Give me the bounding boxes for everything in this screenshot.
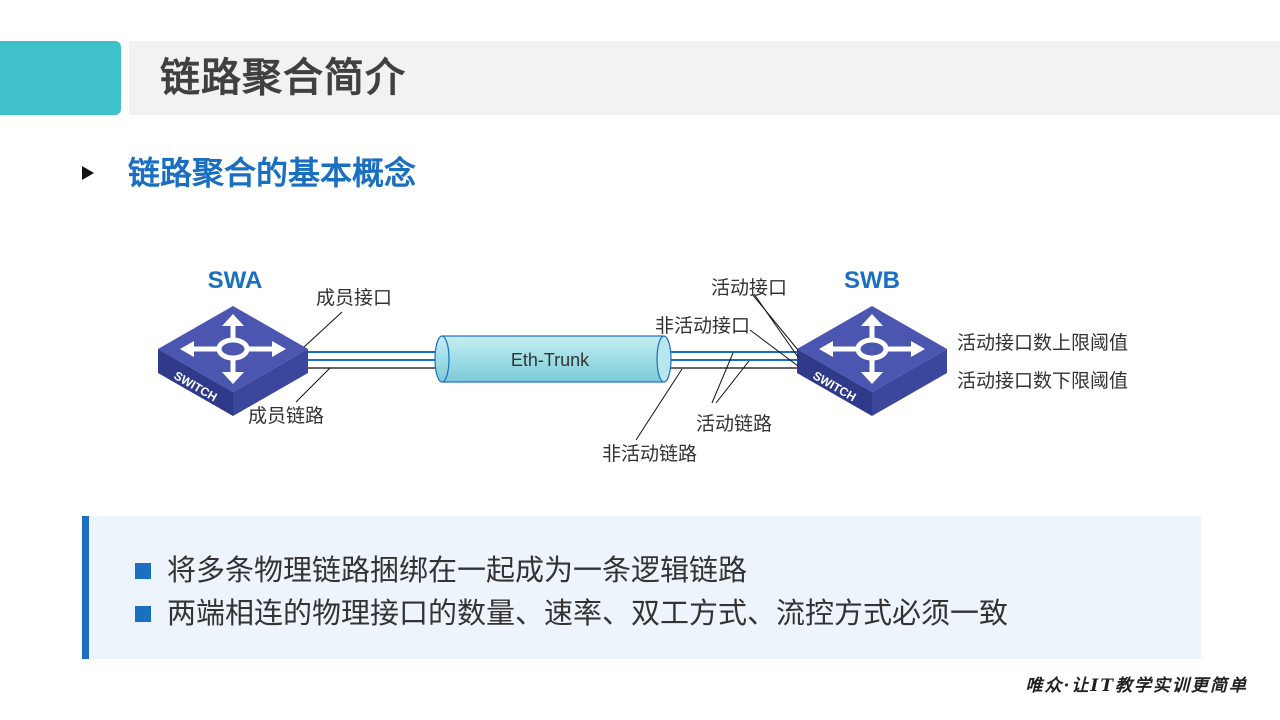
leader-member-link <box>295 367 331 403</box>
swa-member-links <box>305 351 438 369</box>
callout-member-link: 成员链路 <box>248 405 324 427</box>
footer-slogan: 唯众·让IT教学实训更简单 <box>1025 676 1248 696</box>
callout-inactive-interface: 非活动接口 <box>655 315 750 337</box>
title-bar <box>129 41 1280 115</box>
leader-member-interface <box>303 311 343 348</box>
leader-active-link-2 <box>715 360 750 404</box>
callout-member-interface: 成员接口 <box>316 287 392 309</box>
leader-active-link-1 <box>711 352 734 404</box>
callout-lower-threshold: 活动接口数下限阈值 <box>957 370 1128 392</box>
info-item-text: 将多条物理链路捆绑在一起成为一条逻辑链路 <box>167 553 748 587</box>
trunk-label: Eth-Trunk <box>511 350 590 370</box>
swb-switch-icon: SWITCH <box>797 306 947 416</box>
info-box: 将多条物理链路捆绑在一起成为一条逻辑链路 两端相连的物理接口的数量、速率、双工方… <box>82 516 1201 659</box>
square-bullet-icon <box>135 606 151 622</box>
swb-member-links <box>668 351 800 369</box>
callout-lines <box>295 293 799 441</box>
page-title: 链路聚合简介 <box>160 55 406 101</box>
leader-inactive-interface <box>749 329 799 367</box>
leader-active-interface-2 <box>753 293 799 358</box>
swa-switch-icon: SWITCH <box>158 306 308 416</box>
info-item-text: 两端相连的物理接口的数量、速率、双工方式、流控方式必须一致 <box>167 596 1009 630</box>
title-accent-block <box>0 41 121 115</box>
swa-label: SWA <box>208 267 263 294</box>
swb-label: SWB <box>844 267 900 294</box>
eth-trunk: Eth-Trunk <box>434 335 672 383</box>
leader-active-interface-1 <box>751 293 799 351</box>
callout-active-interface: 活动接口 <box>711 277 787 299</box>
section-heading: 链路聚合的基本概念 <box>128 154 417 192</box>
callout-upper-threshold: 活动接口数上限阈值 <box>957 332 1128 354</box>
callout-inactive-link: 非活动链路 <box>602 443 697 465</box>
bullet-arrow-icon <box>82 166 94 180</box>
leader-inactive-link <box>635 368 683 441</box>
callout-active-link: 活动链路 <box>696 413 772 435</box>
square-bullet-icon <box>135 563 151 579</box>
